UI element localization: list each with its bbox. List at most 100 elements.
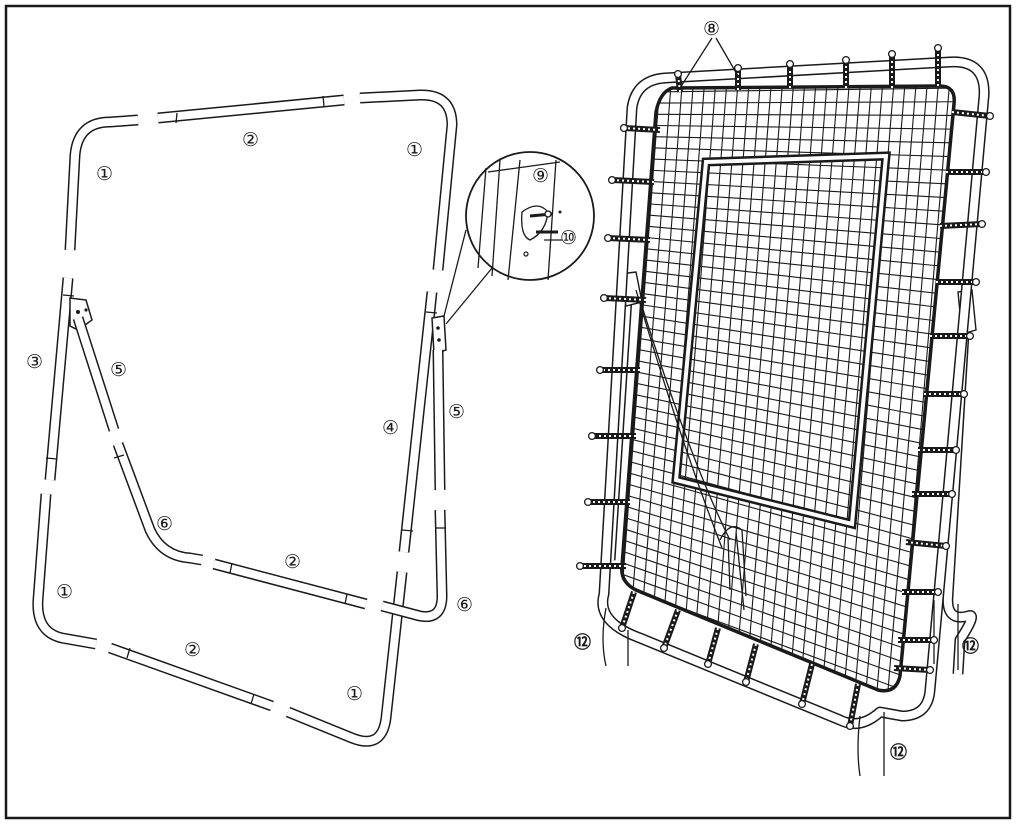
net-vertical-line <box>685 86 728 618</box>
label-part-2-top: ② <box>242 129 259 151</box>
net-horizontal-line <box>623 425 925 501</box>
bungee-straps <box>575 43 995 731</box>
tube-part-1-top-right <box>359 89 458 271</box>
strap-hook <box>583 497 593 507</box>
net-horizontal-line <box>643 180 951 199</box>
ground-feet <box>602 600 959 777</box>
label-part-1-top-right: ① <box>406 139 423 161</box>
bungee-strap-texture <box>893 667 931 671</box>
label-part-4: ④ <box>382 417 399 439</box>
net-horizontal-line <box>621 481 919 569</box>
bungee-strap-texture <box>707 627 719 665</box>
net-horizontal-line <box>623 436 924 515</box>
bungee-strap-texture <box>611 179 655 183</box>
bungee-strap-texture <box>603 297 647 301</box>
strap-hook <box>587 431 597 441</box>
net-horizontal-line <box>630 347 933 405</box>
strap-hook <box>673 69 683 79</box>
net-horizontal-line <box>621 492 918 583</box>
label-part-1-top-left: ① <box>96 163 113 185</box>
net-horizontal-line <box>621 559 911 666</box>
strap-hook <box>617 623 627 633</box>
tube-part-6-left <box>112 442 203 566</box>
net-horizontal-line <box>647 124 955 130</box>
net-horizontal-line <box>634 291 939 336</box>
strap-hook <box>741 677 751 687</box>
bungee-strap-texture <box>745 643 757 683</box>
net-horizontal-line <box>624 414 926 487</box>
strap-hook <box>599 293 609 303</box>
strap-hook <box>959 389 969 399</box>
bungee-strap-texture <box>905 541 947 547</box>
net-vertical-line <box>865 86 918 690</box>
label-part-1-bottom-right: ① <box>346 683 363 705</box>
label-part-5-left: ⑤ <box>110 359 127 381</box>
strap-hook <box>933 43 943 53</box>
label-part-10: ⑩ <box>560 227 577 249</box>
bolt-detail-magnifier <box>443 151 595 325</box>
strap-hook <box>971 277 981 287</box>
tube-part-1-bottom-left <box>32 493 97 650</box>
tube-part-4-right-leg <box>398 291 438 553</box>
net-vertical-line <box>706 86 750 626</box>
tube-part-5-right-brace <box>432 349 446 491</box>
net-horizontal-line <box>645 147 955 158</box>
label-part-2-middle: ② <box>284 551 301 573</box>
net-vertical-line <box>823 86 873 673</box>
net-horizontal-line <box>640 213 948 240</box>
net-horizontal-line <box>627 381 930 446</box>
tube-part-1-top-left <box>64 114 139 251</box>
strap-hook <box>981 167 991 177</box>
strap-hook <box>845 721 855 731</box>
label-part-8: ⑧ <box>703 18 720 40</box>
bungee-strap-texture <box>849 683 859 727</box>
net-horizontal-line <box>636 258 943 295</box>
net-horizontal-line <box>621 536 913 638</box>
strap-hook <box>941 541 951 551</box>
label-part-12-bottom: ⑫ <box>890 742 907 763</box>
strap-hook <box>887 49 897 59</box>
net-horizontal-line <box>621 470 920 556</box>
net-horizontal-line <box>639 225 946 254</box>
net-horizontal-line <box>621 548 912 652</box>
net-horizontal-line <box>628 369 931 432</box>
net-vertical-line <box>833 86 884 677</box>
net-horizontal-line <box>632 314 937 364</box>
net-horizontal-line <box>644 158 953 171</box>
label-part-8-group: ⑧ <box>679 18 739 89</box>
tube-part-3-left-leg <box>44 277 75 481</box>
label-part-12-right: ⑫ <box>962 636 979 657</box>
strap-hook <box>607 175 617 185</box>
net-horizontal-line <box>631 325 936 377</box>
label-part-6-right: ⑥ <box>456 594 473 616</box>
strap-hook <box>575 561 585 571</box>
rebounder-frame-tube <box>597 56 990 730</box>
bungee-strap-texture <box>623 127 661 131</box>
net-horizontal-line <box>637 247 944 281</box>
net-vertical-line <box>695 86 739 622</box>
net-horizontal-line <box>646 135 955 144</box>
net-horizontal-line <box>630 336 935 391</box>
bungee-strap-texture <box>939 223 983 227</box>
tube-part-5-left-brace <box>72 316 120 432</box>
net-horizontal-line <box>621 570 910 679</box>
exploded-frame-parts: ② ① ① ③ ⑤ ④ ⑤ ⑥ ② ① ⑥ ② ① ⑨ ⑩ <box>26 89 595 747</box>
strap-hook <box>841 55 851 65</box>
label-part-2-bottom: ② <box>184 639 201 661</box>
net-vertical-line <box>812 86 862 669</box>
net-horizontal-line <box>636 269 942 309</box>
strap-hook <box>929 635 939 645</box>
net-horizontal-line <box>622 447 923 528</box>
bungee-strap-texture <box>951 111 991 117</box>
net-horizontal-line <box>621 503 917 597</box>
net-horizontal-line <box>635 280 940 322</box>
label-part-9: ⑨ <box>532 165 549 187</box>
tube-part-2-bottom <box>108 642 274 712</box>
net-horizontal-line <box>649 101 955 104</box>
assembled-rebounder: ⑧ ⑫ ⑫ ⑫ <box>574 18 995 777</box>
net-horizontal-line <box>638 236 945 268</box>
label-part-5-right: ⑤ <box>448 401 465 423</box>
net-horizontal-line <box>642 191 950 213</box>
net-horizontal-line <box>648 113 955 117</box>
strap-hook <box>925 665 935 675</box>
